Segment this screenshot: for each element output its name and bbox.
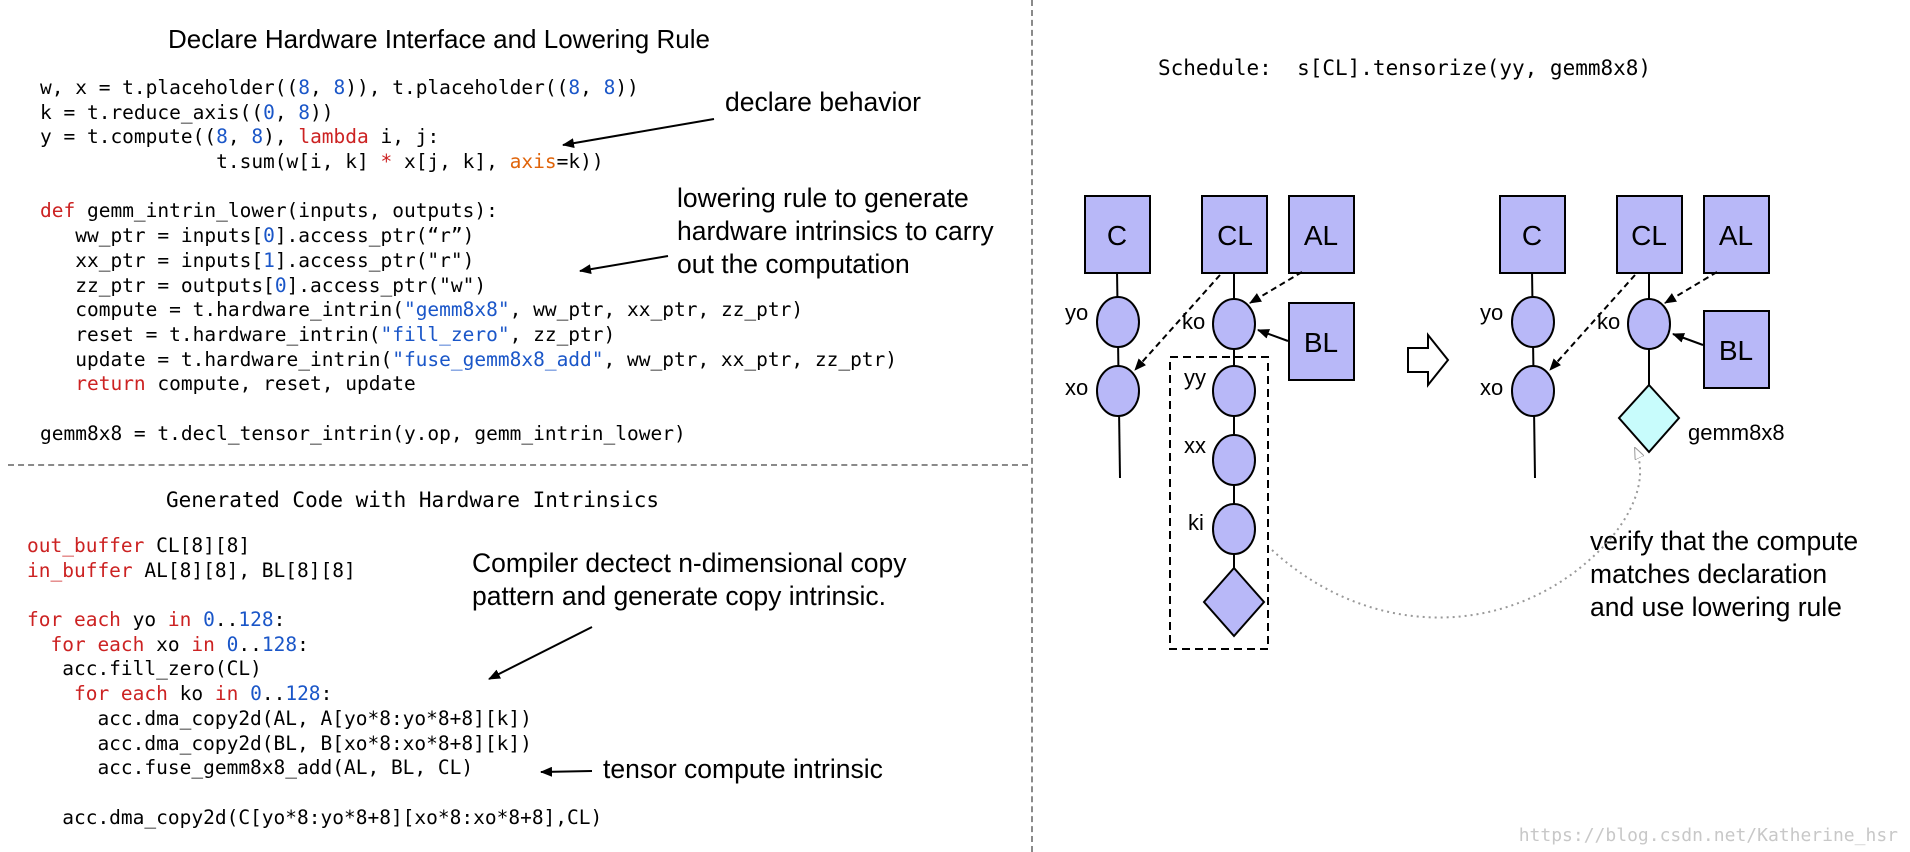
arrow-copy-intrinsic xyxy=(488,626,593,680)
gemm-label: gemm8x8 xyxy=(1688,420,1785,445)
box-al xyxy=(1288,195,1355,274)
box-bl xyxy=(1288,302,1355,381)
code-line: compute = t.hardware_intrin("gemm8x8", w… xyxy=(40,298,804,322)
before-diagram: C yo xo CL AL BL ko yy xx ki xyxy=(1065,195,1355,650)
node-xx xyxy=(1212,434,1256,486)
note-tensor-compute: tensor compute intrinsic xyxy=(603,754,883,784)
box-bl-after xyxy=(1703,310,1770,389)
verify-arrow xyxy=(1271,448,1640,619)
box-c-after-label: C xyxy=(1522,220,1542,251)
box-cl-after-label: CL xyxy=(1631,220,1667,251)
arrow-lowering-rule xyxy=(579,255,669,275)
tensorize-diagram: C yo xo CL AL BL ko yy xx ki C yo xo xyxy=(1065,195,1785,650)
after-diagram: C yo xo CL AL BL ko gemm8x8 xyxy=(1480,195,1785,479)
code-line: acc.dma_copy2d(BL, B[xo*8:xo*8+8][k]) xyxy=(27,731,532,755)
code-line: for each yo in 0..128: xyxy=(27,608,286,632)
horizontal-divider xyxy=(8,464,1028,466)
label-ki: ki xyxy=(1188,510,1204,535)
note-verify: verify that the compute matches declarat… xyxy=(1590,526,1859,622)
node-ki xyxy=(1212,503,1256,555)
box-al-label: AL xyxy=(1304,220,1338,251)
declare-title: Declare Hardware Interface and Lowering … xyxy=(168,24,710,54)
arrow-tensor-compute xyxy=(540,766,593,777)
label-xx: xx xyxy=(1184,433,1206,458)
arrow-bl-ko-after xyxy=(1672,333,1704,346)
node-ko-after xyxy=(1627,298,1671,350)
box-c xyxy=(1084,195,1151,274)
label-yo: yo xyxy=(1065,300,1088,325)
label-xo: xo xyxy=(1065,375,1088,400)
box-cl xyxy=(1201,195,1268,274)
code-line: t.sum(w[i, k] * x[j, k], axis=k)) xyxy=(40,150,604,174)
code-line: update = t.hardware_intrin("fuse_gemm8x8… xyxy=(40,347,898,371)
code-line: xx_ptr = inputs[1].access_ptr("r") xyxy=(40,248,475,272)
arrow-al-ko-after xyxy=(1664,271,1718,304)
declare-code-block: w, x = t.placeholder((8, 8)), t.placehol… xyxy=(40,76,897,446)
code-line: reset = t.hardware_intrin("fill_zero", z… xyxy=(40,322,616,346)
code-line: w, x = t.placeholder((8, 8)), t.placehol… xyxy=(40,76,639,99)
node-yo-after xyxy=(1511,296,1555,348)
code-line: gemm8x8 = t.decl_tensor_intrin(y.op, gem… xyxy=(40,421,686,445)
gemm-diamond xyxy=(1617,383,1681,454)
code-line: return compute, reset, update xyxy=(75,372,416,396)
code-line: acc.dma_copy2d(AL, A[yo*8:yo*8+8][k]) xyxy=(27,706,532,730)
box-c-after xyxy=(1499,195,1566,274)
left-arrows xyxy=(488,118,715,777)
code-line: acc.fill_zero(CL) xyxy=(27,657,262,681)
node-ko xyxy=(1212,298,1256,350)
label-xo-after: xo xyxy=(1480,375,1503,400)
label-yy: yy xyxy=(1184,365,1206,390)
box-al-after xyxy=(1703,195,1770,274)
note-lowering-rule: lowering rule to generate hardware intri… xyxy=(677,183,994,279)
code-line: def gemm_intrin_lower(inputs, outputs): xyxy=(40,199,498,223)
arrow-cl-xo xyxy=(1134,274,1221,371)
box-bl-label: BL xyxy=(1304,327,1338,358)
code-line: y = t.compute((8, 8), lambda i, j: xyxy=(40,125,440,149)
generated-code-block: out_buffer CL[8][8]in_buffer AL[8][8], B… xyxy=(27,534,602,830)
vertical-divider xyxy=(1031,0,1033,852)
generated-code-title: Generated Code with Hardware Intrinsics xyxy=(166,488,660,512)
compute-diamond xyxy=(1202,566,1266,638)
label-ko-after: ko xyxy=(1597,309,1620,334)
note-copy-intrinsic: Compiler dectect n-dimensional copy patt… xyxy=(472,548,907,611)
box-cl-after xyxy=(1616,195,1683,274)
code-line: out_buffer CL[8][8] xyxy=(27,534,251,557)
label-ko: ko xyxy=(1182,309,1205,334)
node-xo xyxy=(1096,365,1140,417)
node-xo-after xyxy=(1511,365,1555,417)
schedule-label: Schedule: s[CL].tensorize(yy, gemm8x8) xyxy=(1158,56,1652,80)
box-al-after-label: AL xyxy=(1719,220,1753,251)
code-line: in_buffer AL[8][8], BL[8][8] xyxy=(27,558,356,582)
code-line: k = t.reduce_axis((0, 8)) xyxy=(40,100,334,124)
code-line: for each ko in 0..128: xyxy=(73,682,333,706)
box-cl-label: CL xyxy=(1217,220,1253,251)
code-line: acc.fuse_gemm8x8_add(AL, BL, CL) xyxy=(27,756,474,780)
code-line: acc.dma_copy2d(C[yo*8:yo*8+8][xo*8:xo*8+… xyxy=(27,805,603,829)
arrow-cl-xo-after xyxy=(1549,274,1636,371)
box-bl-after-label: BL xyxy=(1719,335,1753,366)
watermark: https://blog.csdn.net/Katherine_hsr xyxy=(1518,825,1898,846)
note-declare-behavior: declare behavior xyxy=(725,87,921,117)
code-line: zz_ptr = outputs[0].access_ptr("w") xyxy=(40,273,487,297)
transform-arrow xyxy=(1407,332,1450,388)
code-line: ww_ptr = inputs[0].access_ptr(“r”) xyxy=(40,224,475,248)
code-line: for each xo in 0..128: xyxy=(50,632,309,656)
arrow-al-ko xyxy=(1249,271,1303,304)
box-c-label: C xyxy=(1107,220,1127,251)
node-yy xyxy=(1212,365,1256,417)
arrow-declare-behavior xyxy=(562,118,715,149)
label-yo-after: yo xyxy=(1480,300,1503,325)
node-yo xyxy=(1096,296,1140,348)
arrow-bl-ko xyxy=(1257,329,1289,342)
